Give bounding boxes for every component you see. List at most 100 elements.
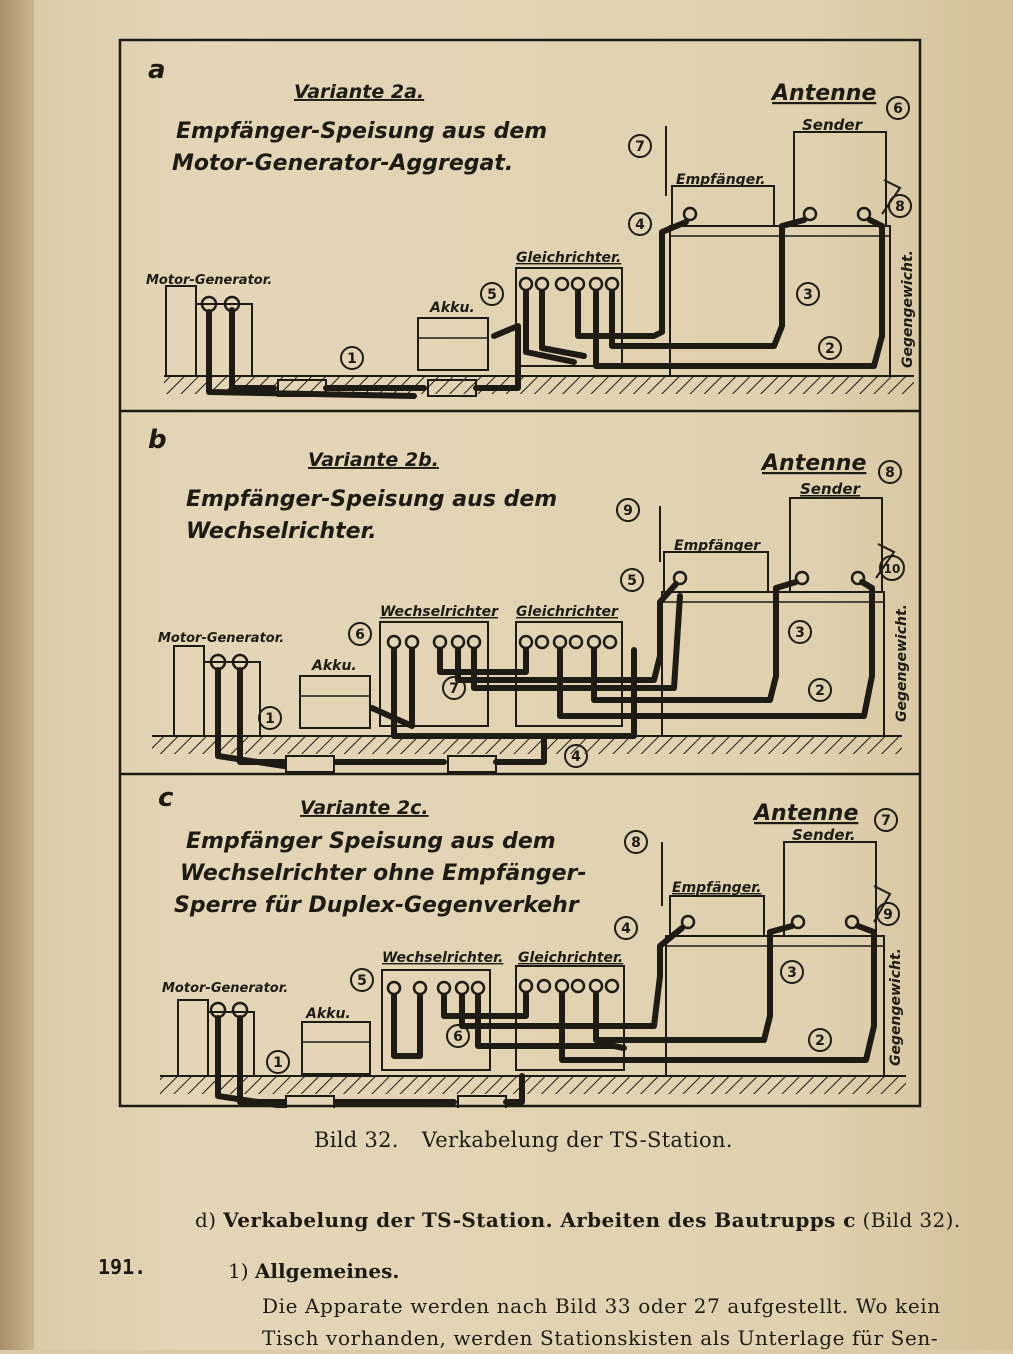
callout-10: 10	[879, 555, 905, 581]
svg-text:7: 7	[881, 813, 891, 829]
svg-text:2: 2	[815, 683, 825, 699]
description-line: Wechselrichter.	[186, 519, 377, 544]
ground-hatch	[152, 736, 902, 754]
callout-5: 5	[620, 568, 644, 592]
callout-3: 3	[780, 960, 804, 984]
akku-box	[301, 1021, 371, 1075]
station-table	[665, 935, 885, 1077]
motor-generator-label: Motor-Generator.	[146, 273, 272, 288]
variant-title: Variante 2b.	[308, 449, 439, 471]
svg-text:5: 5	[357, 973, 367, 989]
callout-4: 4	[628, 212, 652, 236]
callout-9: 9	[616, 498, 640, 522]
motor-generator-label: Motor-Generator.	[158, 631, 284, 646]
panel-a: a Variante 2a. Empfänger-Speisung aus de…	[146, 55, 916, 399]
caption-number: Bild 32.	[314, 1128, 399, 1152]
svg-text:5: 5	[627, 573, 637, 589]
svg-text:4: 4	[621, 921, 631, 937]
svg-text:1: 1	[265, 711, 275, 727]
svg-text:9: 9	[883, 907, 893, 923]
akku-label: Akku.	[429, 300, 475, 316]
paragraph-line: Tisch vorhanden, werden Stationskisten a…	[262, 1326, 939, 1350]
panel-c: c Variante 2c. Empfänger Speisung aus de…	[158, 783, 906, 1108]
svg-text:2: 2	[825, 341, 835, 357]
callout-1: 1	[266, 1050, 290, 1074]
panel-letter: b	[148, 425, 167, 455]
callout-3: 3	[796, 282, 820, 306]
sender-box	[793, 131, 887, 227]
gegengewicht-label: Gegengewicht.	[888, 948, 904, 1066]
empfaenger-label: Empfänger.	[672, 880, 761, 896]
subsection-heading: 1) Allgemeines.	[228, 1259, 399, 1283]
ground-hatch	[160, 1076, 906, 1094]
panel-b: b Variante 2b. Empfänger-Speisung aus de…	[148, 425, 910, 773]
section-prefix: d)	[195, 1208, 217, 1232]
callout-3: 3	[788, 620, 812, 644]
cables	[215, 579, 875, 769]
svg-text:1: 1	[347, 351, 357, 367]
akku-box	[299, 675, 371, 729]
callout-4: 4	[614, 916, 638, 940]
gleichrichter-box	[515, 267, 623, 367]
svg-text:5: 5	[487, 287, 497, 303]
svg-text:7: 7	[635, 139, 645, 155]
akku-box	[417, 317, 489, 371]
akku-label: Akku.	[305, 1006, 351, 1022]
callout-8: 8	[878, 460, 902, 484]
callout-6: 6	[348, 622, 372, 646]
sender-label: Sender	[800, 480, 862, 498]
empfaenger-label: Empfänger	[674, 538, 761, 554]
callout-2: 2	[808, 1028, 832, 1052]
empfaenger-label: Empfänger.	[676, 172, 765, 188]
callout-4: 4	[564, 744, 588, 768]
antenne-label: Antenne	[752, 801, 858, 826]
callout-5: 5	[480, 282, 504, 306]
callout-1: 1	[340, 346, 364, 370]
description-line: Sperre für Duplex-Gegenverkehr	[174, 893, 580, 918]
svg-text:9: 9	[623, 503, 633, 519]
figure-frame	[118, 38, 922, 1108]
antenne-label: Antenne	[770, 81, 876, 106]
callout-2: 2	[818, 336, 842, 360]
subsection-title: Allgemeines.	[254, 1259, 400, 1283]
section-suffix: (Bild 32).	[862, 1208, 961, 1232]
callout-8: 8	[888, 194, 912, 218]
sender-label: Sender	[802, 116, 864, 134]
akku-label: Akku.	[311, 658, 357, 674]
callout-8: 8	[624, 830, 648, 854]
empfaenger-box	[669, 895, 765, 937]
callout-6: 6	[886, 96, 910, 120]
wiring-diagram: a Variante 2a. Empfänger-Speisung aus de…	[118, 38, 922, 1108]
svg-text:3: 3	[787, 965, 797, 981]
svg-text:2: 2	[815, 1033, 825, 1049]
variant-title: Variante 2c.	[300, 797, 429, 819]
svg-text:3: 3	[803, 287, 813, 303]
svg-text:6: 6	[453, 1029, 463, 1045]
variant-title: Variante 2a.	[294, 81, 424, 103]
gleichrichter-label: Gleichrichter.	[516, 250, 621, 266]
svg-text:6: 6	[893, 101, 903, 117]
svg-text:7: 7	[449, 681, 459, 697]
panel-letter: c	[158, 783, 174, 813]
book-gutter	[0, 0, 34, 1350]
cables	[206, 217, 885, 399]
gleichrichter-label: Gleichrichter	[516, 604, 619, 620]
svg-text:8: 8	[895, 199, 905, 215]
wiring-figure: a Variante 2a. Empfänger-Speisung aus de…	[114, 36, 924, 1108]
empfaenger-box	[663, 551, 769, 593]
sender-box	[789, 497, 883, 593]
sender-label: Sender.	[792, 826, 856, 844]
subsection-prefix: 1)	[228, 1259, 249, 1283]
description-line: Empfänger Speisung aus dem	[186, 829, 556, 854]
description-line: Empfänger-Speisung aus dem	[186, 487, 557, 512]
antenne-label: Antenne	[760, 451, 866, 476]
callout-1: 1	[258, 706, 282, 730]
callout-9: 9	[876, 902, 900, 926]
figure-caption: Bild 32. Verkabelung der TS-Station.	[314, 1128, 733, 1152]
motor-generator-label: Motor-Generator.	[162, 981, 288, 996]
gegengewicht-label: Gegengewicht.	[900, 250, 916, 368]
gegengewicht-label: Gegengewicht.	[894, 604, 910, 722]
margin-number: 191.	[98, 1255, 147, 1279]
svg-text:6: 6	[355, 627, 365, 643]
description-line: Motor-Generator-Aggregat.	[172, 151, 513, 176]
